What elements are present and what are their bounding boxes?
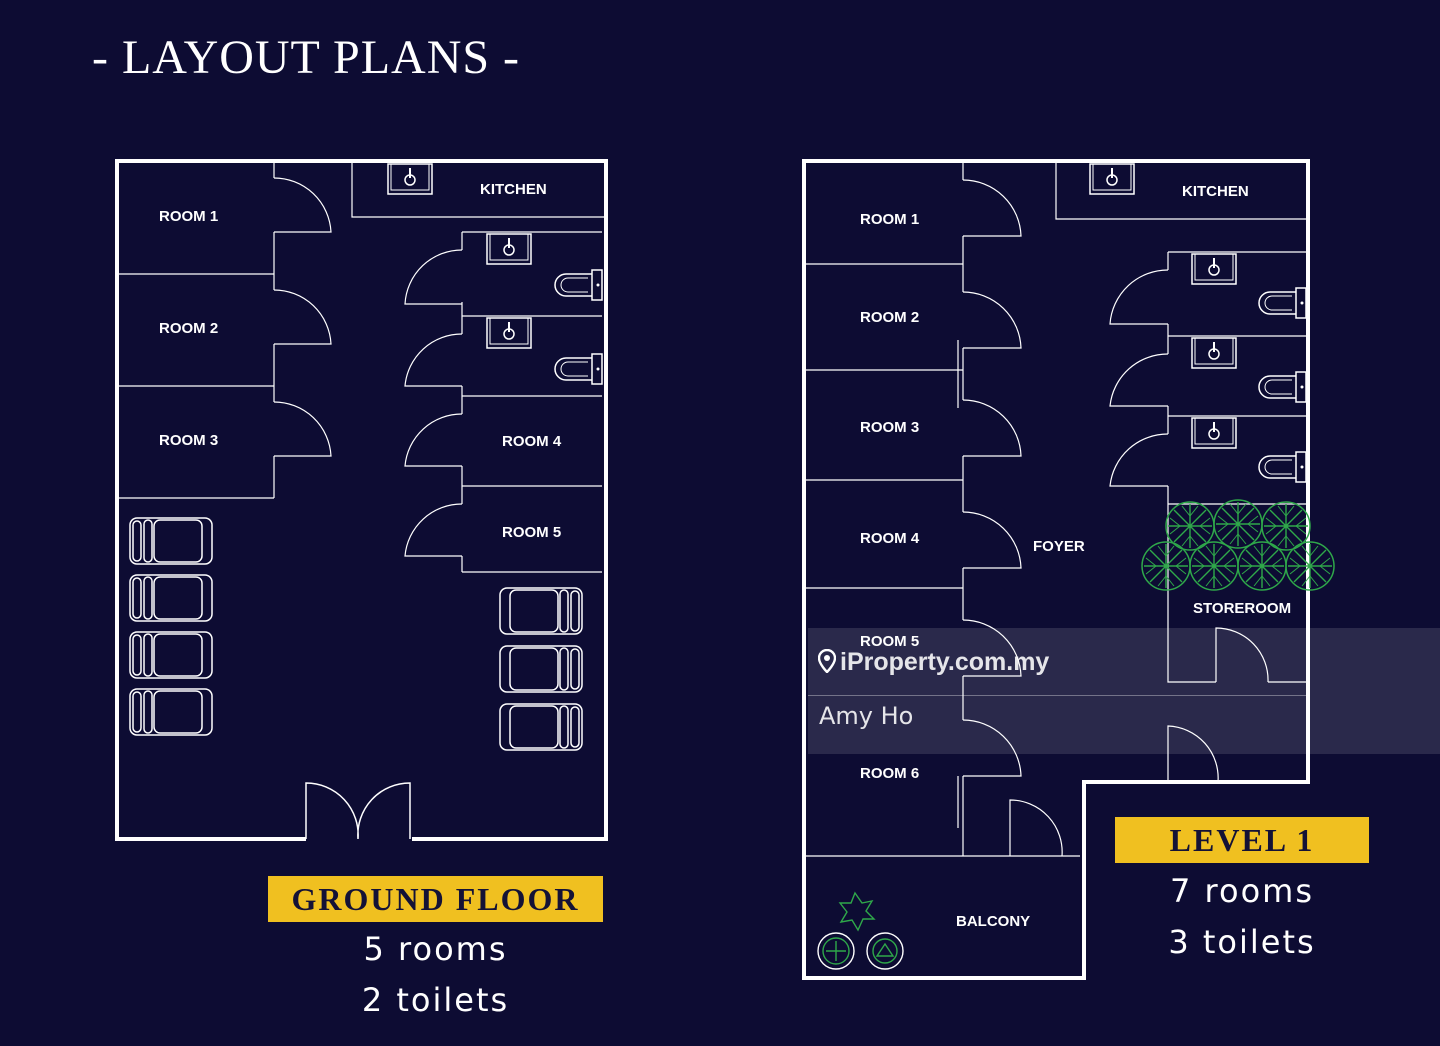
balcony-plant-icon <box>817 891 904 970</box>
l1-storeroom-label: STOREROOM <box>1193 600 1292 617</box>
gf-room-4-label: ROOM 4 <box>502 433 562 450</box>
ground-floor-plan <box>115 159 608 841</box>
l1-room-2-label: ROOM 2 <box>860 309 920 326</box>
plant-cluster-icon <box>1141 499 1335 591</box>
l1-room-4-label: ROOM 4 <box>860 530 920 547</box>
level-1-plan <box>802 159 1310 980</box>
ground-floor-rooms: 5 rooms <box>363 930 508 968</box>
gf-room-3-label: ROOM 3 <box>159 432 219 449</box>
gf-room-2-label: ROOM 2 <box>159 320 219 337</box>
l1-kitchen-label: KITCHEN <box>1182 183 1249 200</box>
gf-room-1-label: ROOM 1 <box>159 208 219 225</box>
l1-room-5-label: ROOM 5 <box>860 633 920 650</box>
watermark-agent-name: Amy Ho <box>819 702 914 730</box>
page-title: - LAYOUT PLANS - <box>92 31 521 84</box>
l1-foyer-label: FOYER <box>1033 538 1085 555</box>
ground-floor-tag: GROUND FLOOR <box>268 876 603 922</box>
location-pin-icon <box>818 649 836 673</box>
watermark-brand-text: iProperty.com.my <box>840 648 1050 676</box>
l1-room-3-label: ROOM 3 <box>860 419 920 436</box>
l1-room-6-label: ROOM 6 <box>860 765 920 782</box>
gf-kitchen-label: KITCHEN <box>480 181 547 198</box>
watermark-band: iProperty.com.my Amy Ho <box>808 628 1440 754</box>
level-1-toilets: 3 toilets <box>1168 923 1316 961</box>
ground-floor-toilets: 2 toilets <box>361 981 510 1019</box>
watermark-brand: iProperty.com.my <box>818 648 1049 677</box>
l1-room-1-label: ROOM 1 <box>860 211 920 228</box>
l1-balcony-label: BALCONY <box>956 913 1031 930</box>
level-1-tag: LEVEL 1 <box>1115 817 1369 863</box>
gf-room-5-label: ROOM 5 <box>502 524 562 541</box>
level-1-rooms: 7 rooms <box>1170 872 1314 910</box>
